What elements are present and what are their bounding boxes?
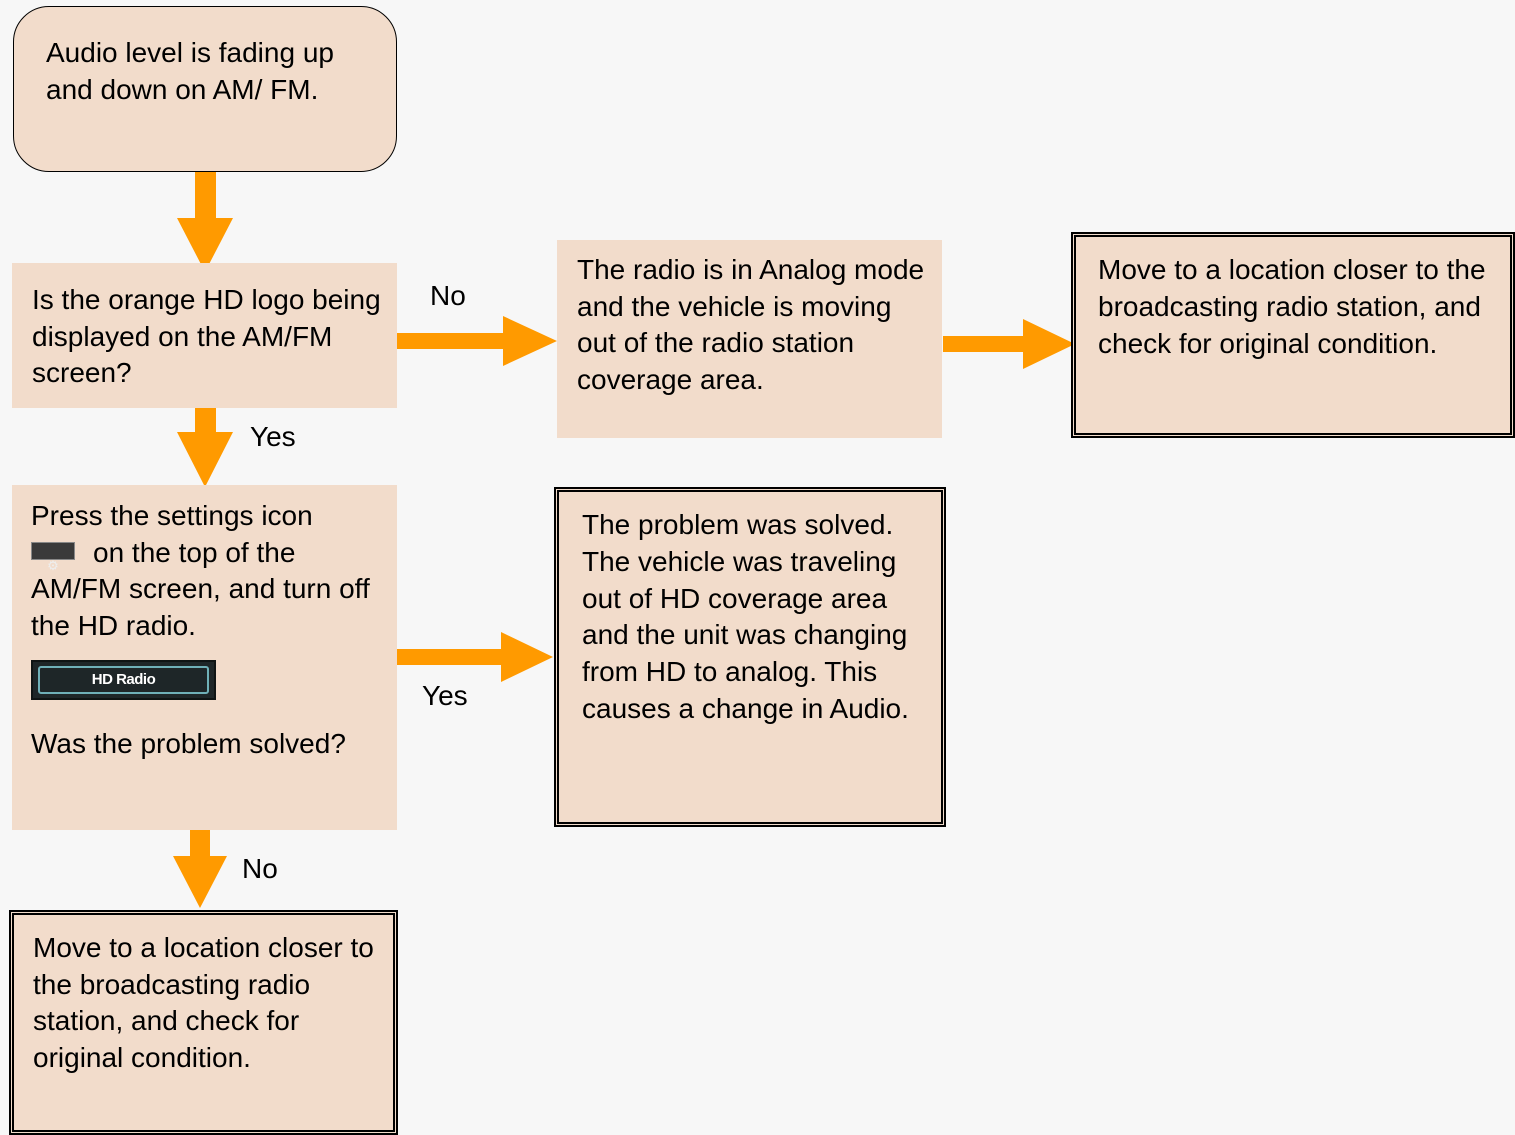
move-location-box-bottom: Move to a location closer to the broadca… (9, 910, 398, 1135)
arrow-start-to-question (177, 172, 233, 272)
label-yes-down: Yes (250, 421, 296, 452)
arrow-step2-to-solved (397, 632, 553, 682)
settings-glyph: ⚙ (47, 558, 59, 574)
question-hd-logo-text: Is the orange HD logo being displayed on… (32, 284, 381, 388)
start-terminal: Audio level is fading up and down on AM/… (13, 6, 397, 172)
problem-solved-text: The problem was solved. The vehicle was … (582, 509, 909, 724)
move-location-text-right: Move to a location closer to the broadca… (1098, 254, 1486, 359)
move-location-box-right: Move to a location closer to the broadca… (1071, 232, 1515, 438)
arrow-analog-to-move (943, 319, 1075, 369)
label-no-down: No (242, 853, 278, 884)
problem-solved-question: Was the problem solved? (31, 728, 346, 759)
arrow-question-to-analog (397, 316, 557, 366)
analog-mode-text: The radio is in Analog mode and the vehi… (577, 254, 925, 395)
analog-mode-box: The radio is in Analog mode and the vehi… (557, 240, 942, 438)
turn-off-hd-box: Press the settings icon ⚙on the top of t… (12, 485, 397, 830)
hd-radio-button-label: HD Radio (38, 666, 209, 694)
arrow-question-to-step2 (177, 408, 233, 487)
problem-solved-box: The problem was solved. The vehicle was … (554, 487, 946, 827)
settings-icon: ⚙ (31, 542, 75, 573)
question-hd-logo: Is the orange HD logo being displayed on… (12, 263, 397, 408)
hd-radio-button-image: HD Radio (31, 660, 216, 700)
start-text: Audio level is fading up and down on AM/… (46, 37, 334, 105)
arrow-step2-to-move (173, 830, 227, 908)
label-yes-right: Yes (422, 680, 468, 711)
turn-off-hd-line2: on the top of the AM/FM screen, and turn… (31, 536, 370, 641)
label-no-right: No (430, 280, 466, 311)
move-location-text-bottom: Move to a location closer to the broadca… (33, 932, 374, 1073)
turn-off-hd-line2-wrap: ⚙on the top of the AM/FM screen, and tur… (31, 535, 387, 645)
turn-off-hd-line1: Press the settings icon (31, 500, 313, 531)
